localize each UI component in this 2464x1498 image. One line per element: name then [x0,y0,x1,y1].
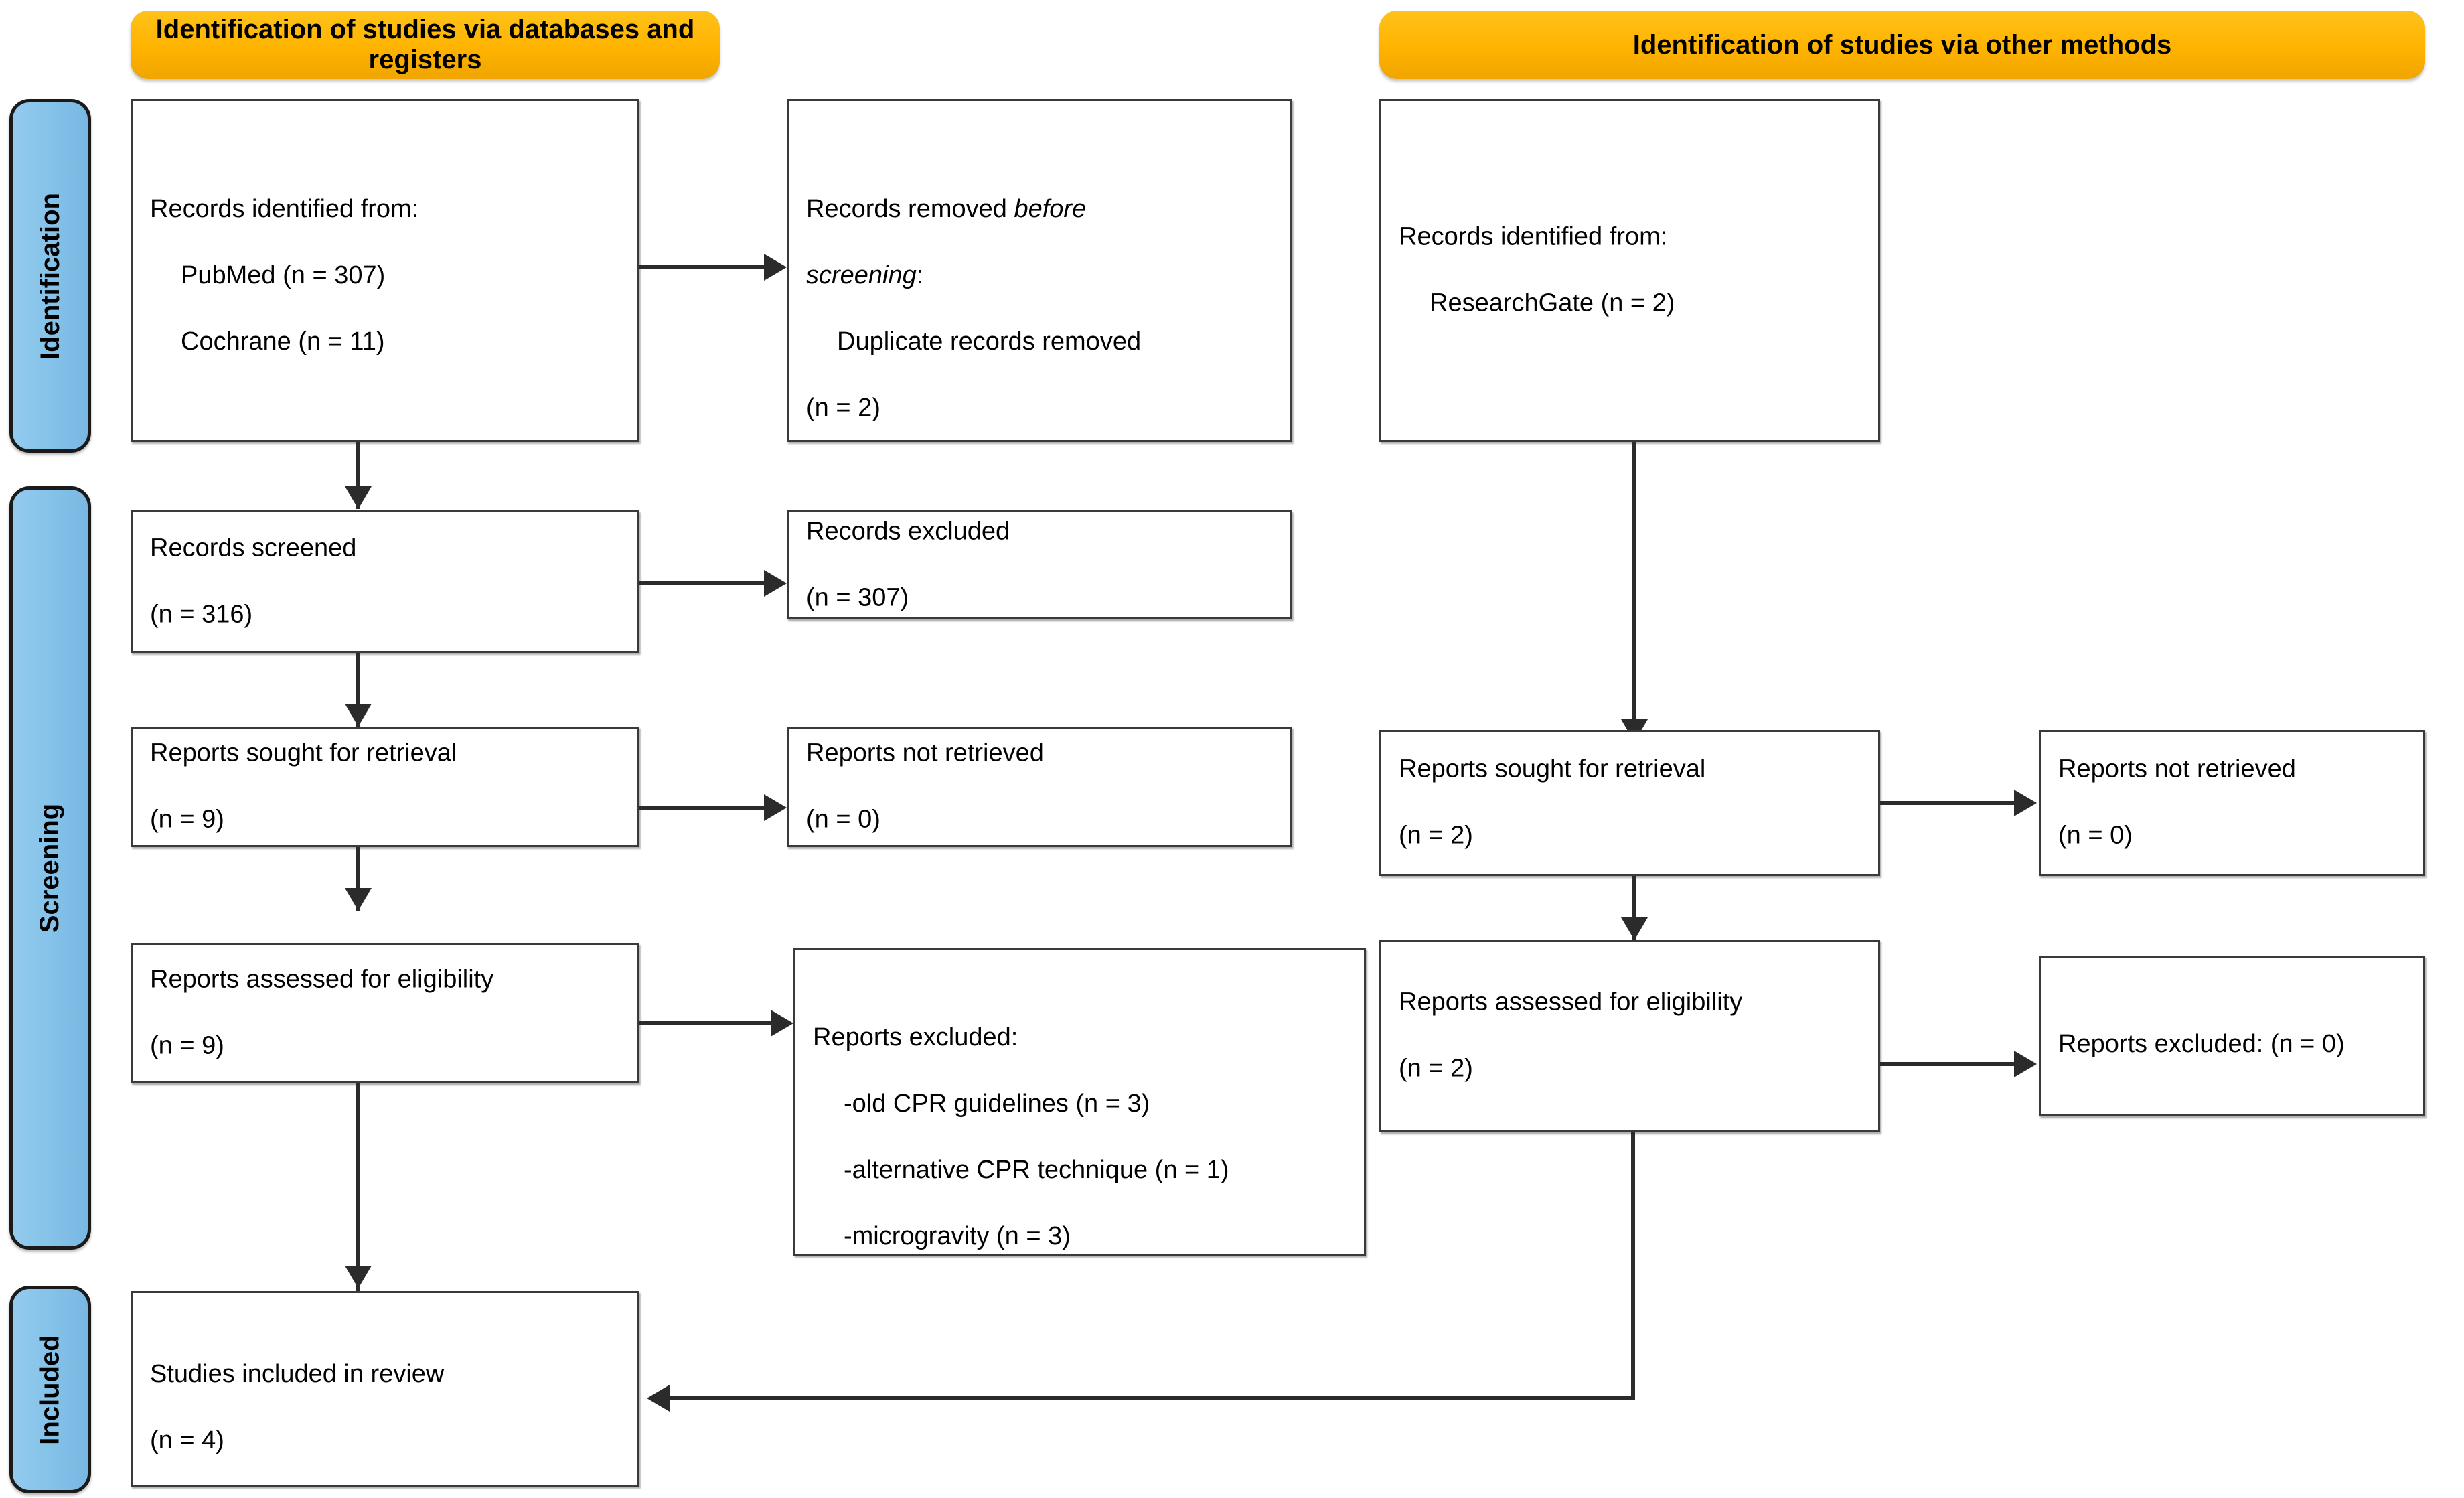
connector-sought-other-to-assessed-arrow [1621,917,1648,940]
header-other-methods: Identification of studies via other meth… [1379,11,2425,79]
connector-identified-to-removed-arrow [764,254,787,281]
connector-sought-other-to-notretrieved-line [1880,801,2014,805]
records-identified-db-line1: Records identified from: [150,195,419,224]
reports-excluded-db-line3: -alternative CPR technique (n = 1) [844,1155,1229,1184]
box-reports-not-retrieved-databases: Reports not retrieved (n = 0) [787,727,1292,847]
reports-sought-db-line2: (n = 9) [150,805,224,834]
box-reports-sought-other: Reports sought for retrieval (n = 2) [1379,730,1880,876]
box-records-removed-before-screening: Records removed before screening: Duplic… [787,99,1292,442]
reports-sought-other-line2: (n = 2) [1399,821,1473,850]
reports-not-retrieved-db-line2: (n = 0) [806,805,880,834]
records-removed-line2b: : [916,261,924,290]
reports-assessed-other-line1: Reports assessed for eligibility [1399,988,1743,1017]
records-removed-line1b: before [1014,195,1087,224]
reports-excluded-db-line1: Reports excluded: [813,1023,1018,1052]
connector-sought-other-to-assessed-line [1632,876,1636,940]
connector-assessed-other-to-included-horizontal [670,1396,1635,1400]
connector-sought-db-to-assessed-line [356,847,360,911]
connector-assessed-db-to-included-arrow [345,1266,372,1288]
studies-included-line2: (n = 4) [150,1426,224,1455]
connector-sought-other-to-notretrieved-arrow [2014,790,2037,816]
box-studies-included-in-review: Studies included in review (n = 4) [131,1291,639,1487]
records-removed-line4: (n = 2) [806,393,880,422]
connector-screened-to-sought-line [356,653,360,727]
box-records-identified-databases: Records identified from: PubMed (n = 307… [131,99,639,442]
records-removed-line3: Duplicate records removed [837,327,1142,356]
records-removed-line2a: screening [806,261,917,290]
box-records-excluded: Records excluded (n = 307) [787,510,1292,619]
rail-screening-label: Screening [35,803,65,933]
records-screened-line2: (n = 316) [150,600,253,629]
box-reports-excluded-other: Reports excluded: (n = 0) [2039,956,2425,1116]
connector-sought-db-to-notretrieved-arrow [764,794,787,821]
box-reports-sought-databases: Reports sought for retrieval (n = 9) [131,727,639,847]
reports-not-retrieved-other-line2: (n = 0) [2058,821,2133,850]
reports-sought-db-line1: Reports sought for retrieval [150,739,457,767]
connector-assessed-other-to-included-vertical [1631,1132,1635,1400]
records-identified-other-line2: ResearchGate (n = 2) [1430,289,1675,317]
records-excluded-line2: (n = 307) [806,583,909,612]
reports-excluded-db-line2: -old CPR guidelines (n = 3) [844,1090,1150,1118]
rail-screening: Screening [9,486,91,1250]
box-records-identified-other: Records identified from: ResearchGate (n… [1379,99,1880,442]
reports-excluded-other-line1: Reports excluded: (n = 0) [2058,1030,2345,1059]
studies-included-line1: Studies included in review [150,1360,445,1389]
reports-assessed-db-line2: (n = 9) [150,1031,224,1060]
header-databases-and-registers: Identification of studies via databases … [131,11,720,79]
connector-assessed-db-to-included-line [356,1083,360,1291]
rail-included-label: Included [35,1334,65,1445]
header-databases-label: Identification of studies via databases … [155,15,695,74]
reports-assessed-db-line1: Reports assessed for eligibility [150,965,494,994]
connector-screened-to-sought-arrow [345,704,372,727]
records-screened-line1: Records screened [150,534,357,563]
connector-identified-to-screened-line [356,442,360,509]
connector-identified-to-removed-line [639,265,764,269]
reports-assessed-other-line2: (n = 2) [1399,1054,1473,1083]
box-reports-excluded-databases: Reports excluded: -old CPR guidelines (n… [793,948,1366,1256]
box-reports-not-retrieved-other: Reports not retrieved (n = 0) [2039,730,2425,876]
connector-screened-to-excluded-line [639,581,764,585]
connector-identified-to-screened-arrow [345,486,372,509]
box-reports-assessed-databases: Reports assessed for eligibility (n = 9) [131,943,639,1083]
connector-sought-db-to-notretrieved-line [639,806,764,810]
reports-sought-other-line1: Reports sought for retrieval [1399,755,1706,783]
records-excluded-line1: Records excluded [806,517,1010,546]
connector-assessed-db-to-excluded-line [639,1021,771,1025]
box-reports-assessed-other: Reports assessed for eligibility (n = 2) [1379,940,1880,1132]
reports-not-retrieved-db-line1: Reports not retrieved [806,739,1044,767]
records-identified-db-line2: PubMed (n = 307) [181,261,386,290]
connector-assessed-db-to-excluded-arrow [771,1010,793,1037]
rail-identification-label: Identification [35,192,65,360]
connector-sought-db-to-assessed-arrow [345,888,372,911]
records-identified-other-line1: Records identified from: [1399,222,1668,251]
reports-excluded-db-line4: -microgravity (n = 3) [844,1221,1071,1250]
connector-screened-to-excluded-arrow [764,570,787,597]
connector-assessed-other-to-excluded-line [1880,1062,2014,1066]
rail-identification: Identification [9,99,91,453]
box-records-screened: Records screened (n = 316) [131,510,639,653]
header-other-methods-label: Identification of studies via other meth… [1632,29,2172,60]
rail-included: Included [9,1286,91,1493]
records-identified-db-line3: Cochrane (n = 11) [181,327,385,356]
records-removed-line1a: Records removed [806,195,1014,224]
connector-assessed-other-to-excluded-arrow [2014,1051,2037,1077]
connector-identified-other-to-sought-line [1632,442,1636,743]
connector-assessed-other-to-included-arrow [647,1385,670,1412]
reports-not-retrieved-other-line1: Reports not retrieved [2058,755,2296,783]
